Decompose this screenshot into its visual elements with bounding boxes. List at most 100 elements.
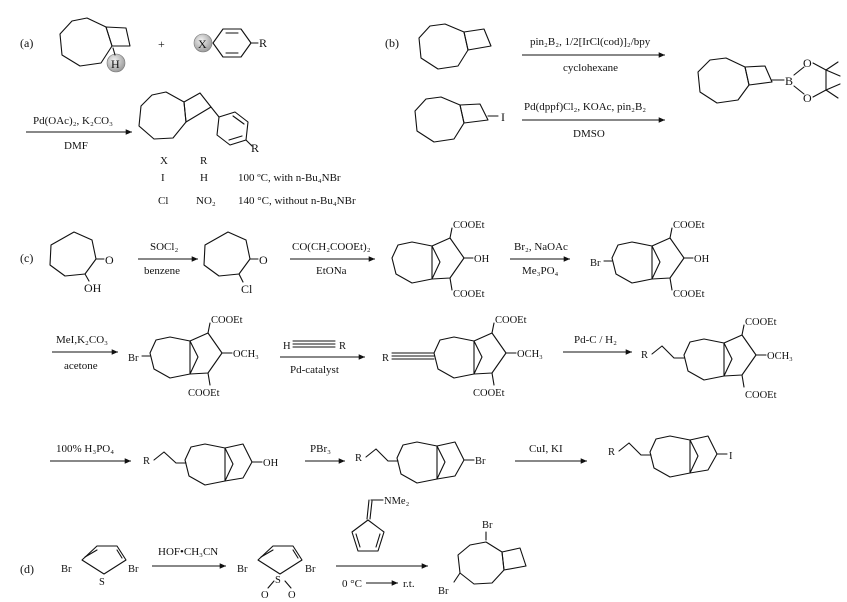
alkyne-r: R (339, 341, 346, 352)
dibromothiophene-dioxide: Br S O O Br (237, 545, 316, 601)
part-label-a: (a) (20, 36, 33, 50)
condition-c4-top: MeI,K₂CO₃ (56, 334, 108, 346)
condition-c5-bottom: Pd-catalyst (290, 364, 339, 376)
alkyl-r: R (641, 350, 648, 361)
condition-d2-temp1: 0 °C (342, 578, 362, 590)
condition-c2-bottom: EtONa (316, 265, 347, 277)
hydroxy-alkyl-oh: OH (263, 458, 279, 469)
dioxide-o-left: O (261, 590, 269, 601)
condition-c1-bottom: benzene (144, 265, 180, 277)
hydroxyazulene-diester: COOEt COOEt OH (391, 220, 490, 300)
azulene-b (418, 23, 492, 70)
alkynyl-methoxyazulene-diester: R COOEt COOEt OCH₃ (382, 315, 543, 399)
bromo-hydroxyazulene-br: Br (590, 258, 601, 269)
table-row2-cond: 140 °C, without n-Bu₄NBr (238, 195, 356, 207)
bromo-alkyl-br: Br (475, 456, 486, 467)
alkynyl-r: R (382, 353, 389, 364)
table-row2-x: Cl (158, 195, 168, 207)
alkyl-methoxyazulene-diester: R COOEt COOEt OCH₃ (641, 317, 793, 401)
alkynyl-cooet-bottom: COOEt (473, 388, 505, 399)
dioxide-o-right: O (288, 590, 296, 601)
dibromothiophene-s: S (99, 577, 105, 588)
dibromothiophene-br-left: Br (61, 564, 72, 575)
atom-b: B (785, 74, 793, 88)
terminal-alkyne-reagent: H R (283, 340, 346, 352)
hydroxyazulene-cooet-bottom: COOEt (453, 289, 485, 300)
arylazulene-product: R (138, 91, 259, 155)
alkyl-hydroxyazulene: R OH (143, 443, 279, 486)
dibromoazulene-br-bottom: Br (438, 586, 449, 597)
dioxide-br-right: Br (305, 564, 316, 575)
alkyl-iodoazulene: R I (608, 435, 733, 478)
condition-c4-bottom: acetone (64, 360, 98, 372)
iodoazulene-b: I (414, 96, 505, 143)
conditions-table: X R I H 100 ºC, with n-Bu₄NBr Cl NO₂ 140… (158, 155, 356, 207)
table-row1-cond: 100 ºC, with n-Bu₄NBr (238, 172, 341, 184)
chlorotropone-cl: Cl (241, 282, 253, 296)
condition-b2-top: Pd(dppf)Cl₂, KOAc, pin₂B₂ (524, 101, 646, 113)
bromo-hydroxyazulene-diester: Br COOEt COOEt OH (590, 220, 710, 300)
alkynyl-cooet-top: COOEt (495, 315, 527, 326)
chlorotropone: O Cl (203, 231, 268, 296)
alkyl-cooet-bottom: COOEt (745, 390, 777, 401)
atom-i: I (501, 110, 505, 124)
part-label-b: (b) (385, 36, 399, 50)
bromo-methoxyazulene-och3: OCH₃ (233, 349, 259, 360)
condition-c8-top: PBr₃ (310, 443, 331, 455)
table-row2-r: NO₂ (196, 195, 216, 207)
condition-a-top: Pd(OAc)₂, K₂CO₃ (33, 115, 113, 127)
alkyl-och3: OCH₃ (767, 351, 793, 362)
condition-b2-bottom: DMSO (573, 128, 605, 140)
condition-b1-bottom: cyclohexane (563, 62, 618, 74)
bromo-methoxyazulene-diester: Br COOEt COOEt OCH₃ (128, 315, 259, 399)
table-head-x: X (160, 155, 168, 167)
bromo-alkyl-r: R (355, 453, 362, 464)
dioxide-s: S (275, 575, 281, 586)
alkynyl-och3: OCH₃ (517, 349, 543, 360)
dibromoazulene-br-top: Br (482, 520, 493, 531)
condition-d1-top: HOF•CH₃CN (158, 546, 218, 558)
atom-o2: O (803, 91, 812, 105)
atom-h: H (111, 57, 120, 71)
fulvene-nme2: NMe₂ (384, 496, 410, 507)
bromo-methoxyazulene-br: Br (128, 353, 139, 364)
atom-o1: O (803, 56, 812, 70)
condition-c9-top: CuI, KI (529, 443, 563, 455)
part-label-d: (d) (20, 562, 34, 576)
condition-c6-top: Pd-C / H₂ (574, 334, 617, 346)
condition-c7-top: 100% H₃PO₄ (56, 443, 114, 455)
atom-r-product: R (251, 141, 259, 155)
hydroxyazulene-oh: OH (474, 254, 490, 265)
bromo-hydroxyazulene-cooet-bottom: COOEt (673, 289, 705, 300)
alkyl-bromoazulene: R Br (355, 441, 486, 484)
condition-d2-temp2: r.t. (403, 578, 415, 590)
chlorotropone-o: O (259, 253, 268, 267)
hydroxyazulene-cooet-top: COOEt (453, 220, 485, 231)
condition-c1-top: SOCl₂ (150, 241, 178, 253)
bromo-methoxyazulene-cooet-bottom: COOEt (188, 388, 220, 399)
condition-a-bottom: DMF (64, 140, 88, 152)
atom-r: R (259, 36, 267, 50)
condition-b1-top: pin₂B₂, 1/2[IrCl(cod)]₂/bpy (530, 36, 651, 48)
table-row1-x: I (161, 172, 165, 184)
azulene-reactant: H (59, 17, 131, 73)
condition-c3-bottom: Me₃PO₄ (522, 265, 559, 277)
tropolone: O OH (49, 231, 114, 295)
dibromothiophene: Br S Br (61, 545, 139, 588)
plus-sign: + (158, 37, 165, 51)
iodo-alkyl-i: I (729, 451, 733, 462)
table-head-r: R (200, 155, 208, 167)
condition-c2-top: CO(CH₂COOEt)₂ (292, 241, 371, 253)
tropolone-oh: OH (84, 281, 102, 295)
hydrogen-highlight-ball (106, 53, 126, 73)
dibromoazulene-product: Br Br (438, 520, 527, 597)
halogen-highlight-ball (193, 33, 213, 53)
table-row1-r: H (200, 172, 208, 184)
bromo-hydroxyazulene-oh: OH (694, 254, 710, 265)
alkyne-h: H (283, 341, 291, 352)
tropolone-o: O (105, 253, 114, 267)
part-label-c: (c) (20, 251, 33, 265)
condition-c3-top: Br₂, NaOAc (514, 241, 568, 253)
dibromothiophene-br-right: Br (128, 564, 139, 575)
